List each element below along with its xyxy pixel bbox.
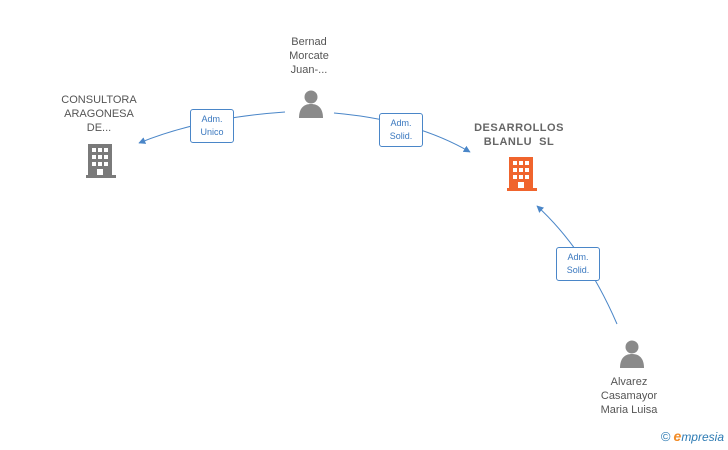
person-icon[interactable] [299,90,323,119]
label-line: DE... [86,122,112,134]
edge-label-line: Solid. [389,131,413,141]
node-label-alvarez[interactable]: Alvarez Casamayor Maria Luisa [579,375,679,417]
label-line: Alvarez [610,376,648,388]
node-label-bernad[interactable]: Bernad Morcate Juan-... [259,35,359,77]
edge-label-line: Solid. [566,265,590,275]
label-line: Casamayor [600,390,658,402]
edge-label-adm-unico[interactable]: Adm. Unico [190,109,234,143]
label-line: DESARROLLOS [474,122,564,134]
building-icon-main[interactable] [507,157,537,191]
node-label-consultora[interactable]: CONSULTORA ARAGONESA DE... [44,93,154,135]
edge-label-line: Adm. [201,114,223,124]
label-line: Juan-... [290,64,328,76]
person-icon[interactable] [620,340,644,369]
label-line: Maria Luisa [600,404,658,416]
label-line: BLANLU SL [483,136,555,148]
empresia-logo[interactable]: ©empresia [661,428,724,444]
edge-label-line: Adm. [390,118,412,128]
label-line: CONSULTORA [61,94,137,106]
edge-label-adm-solid[interactable]: Adm. Solid. [556,247,600,281]
node-label-desarrollos[interactable]: DESARROLLOS BLANLU SL [459,121,579,149]
copyright-symbol: © [660,429,671,444]
label-line: Morcate [289,50,329,62]
edge-label-line: Adm. [567,252,589,262]
edge-label-adm-solid[interactable]: Adm. Solid. [379,113,423,147]
building-icon[interactable] [86,144,116,178]
edge-label-line: Unico [200,127,224,137]
brand-initial: e [673,428,682,444]
label-line: Bernad [291,36,327,48]
label-line: ARAGONESA [64,108,134,120]
brand-name: mpresia [681,430,724,444]
